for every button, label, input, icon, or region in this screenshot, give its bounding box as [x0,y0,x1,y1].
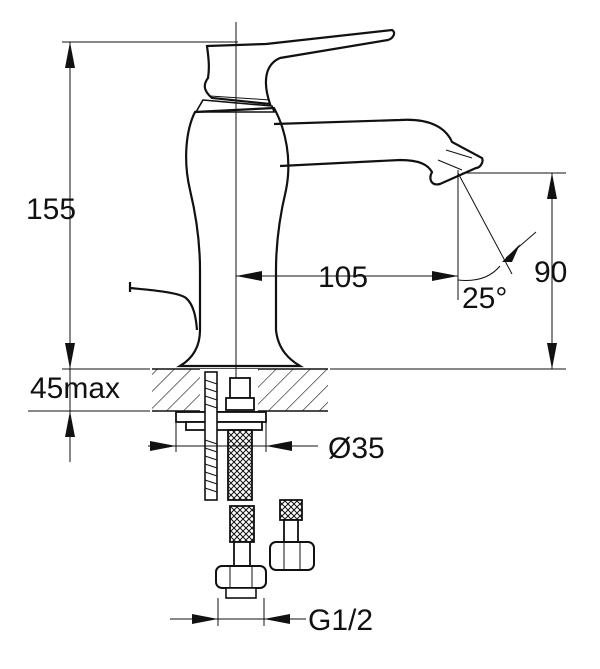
label-hose-thread: G1/2 [308,604,373,637]
dimension-height-total [62,41,238,370]
label-base-diameter: Ø35 [328,432,385,465]
label-spout-reach: 105 [318,261,368,294]
faucet-spout [273,118,484,186]
dimension-spout-angle [457,172,537,281]
dimension-deck-thickness [28,369,150,462]
dimension-spout-height [330,172,566,370]
supply-hose-left [215,429,267,599]
dimension-base-diameter [148,422,318,452]
popup-rod [128,282,199,331]
dimension-hose-thread [170,598,306,626]
faucet-body [176,99,304,368]
label-deck-thickness: 45max [30,372,120,405]
label-spout-height: 90 [534,256,567,289]
label-height-total: 155 [26,193,76,226]
dimension-spout-reach [236,170,459,300]
supply-hose-right [269,499,315,571]
mounting-hardware [175,371,267,501]
label-spout-angle: 25° [462,282,507,315]
faucet-lever [203,28,396,106]
